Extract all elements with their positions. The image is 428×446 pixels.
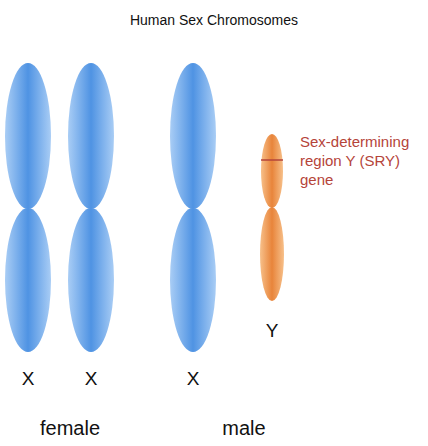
- chromosome-label: X: [187, 368, 200, 390]
- x-chromosome: [5, 63, 51, 352]
- sry-band: [261, 159, 283, 161]
- chromosome-label: X: [85, 368, 98, 390]
- y-chromosome: [260, 134, 284, 301]
- sex-label: male: [222, 417, 265, 440]
- gene-label: Sex-determining region Y (SRY) gene: [300, 133, 424, 189]
- x-chromosome: [68, 63, 114, 352]
- sex-label: female: [40, 417, 100, 440]
- chromosome-label: X: [22, 368, 35, 390]
- diagram-title: Human Sex Chromosomes: [130, 12, 298, 28]
- chromosome-label: Y: [266, 320, 279, 342]
- x-chromosome: [170, 63, 216, 352]
